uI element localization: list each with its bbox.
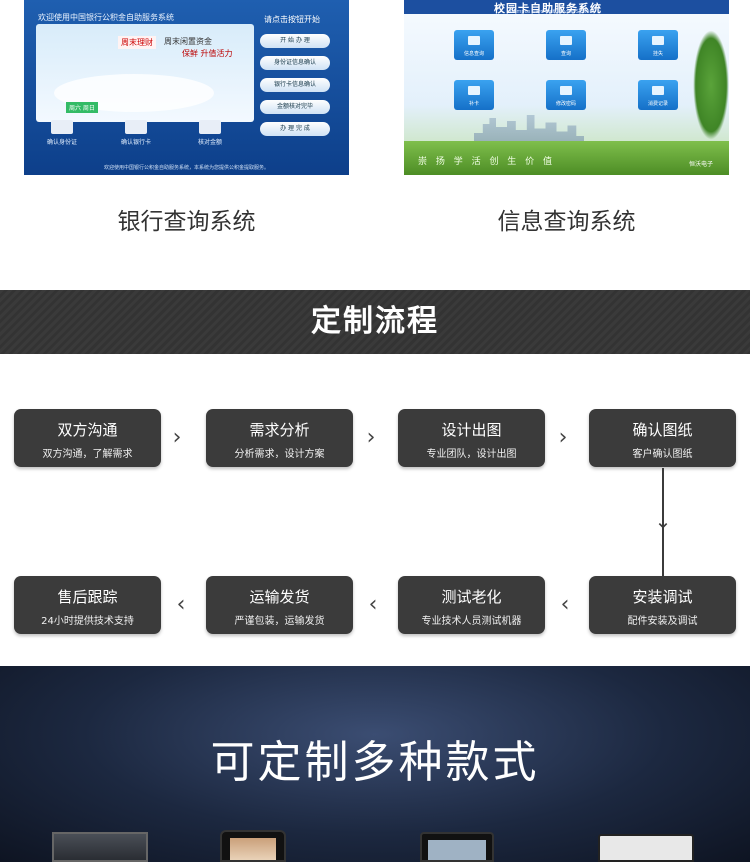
card-icon [652, 86, 664, 95]
process-step-5: 安装调试配件安装及调试 [589, 576, 736, 634]
bank-query-caption: 银行查询系统 [117, 209, 256, 235]
showcase-section: 欢迎使用中国银行公积金自助服务系统 周末理财 周末闲置资金 保鲜 升值活力 周六… [0, 0, 750, 290]
info-tile: 信息查询 [454, 30, 494, 60]
bank-id-button: 身份证信息确认 [260, 56, 330, 70]
kiosk-product-image [52, 832, 148, 862]
styles-banner: 可定制多种款式 [0, 666, 750, 862]
info-query-screenshot: 校园卡自助服务系统 Campus Card Self-service Syste… [404, 0, 729, 175]
bank-finish-button: 办 理 完 成 [260, 122, 330, 136]
bank-start-button: 开 始 办 理 [260, 34, 330, 48]
info-tile: 修改密码 [546, 80, 586, 110]
promo-line: 周末闲置资金 [164, 37, 212, 46]
bank-step: 核对金额 [188, 120, 232, 146]
process-step-1: 双方沟通双方沟通，了解需求 [14, 409, 161, 467]
arrow-left-icon: ‹ [176, 592, 186, 617]
promo-tag: 周末理财 [118, 36, 156, 49]
money-icon [199, 120, 221, 134]
card-icon [468, 86, 480, 95]
bank-amount-button: 金额核对完毕 [260, 100, 330, 114]
arrow-right-icon: › [558, 425, 568, 450]
card-icon [560, 86, 572, 95]
tree-graphic [693, 30, 729, 140]
info-tile: 消费记录 [638, 80, 678, 110]
grass-graphic [404, 141, 729, 175]
info-slogan: 崇 扬 学 活 创 生 价 值 [418, 157, 556, 167]
info-query-caption: 信息查询系统 [497, 209, 636, 235]
arrow-right-icon: › [172, 425, 182, 450]
arrow-left-icon: ‹ [368, 592, 378, 617]
process-step-6: 测试老化专业技术人员测试机器 [398, 576, 545, 634]
bank-query-screenshot: 欢迎使用中国银行公积金自助服务系统 周末理财 周末闲置资金 保鲜 升值活力 周六… [24, 0, 349, 175]
process-header: 定制流程 [0, 290, 750, 354]
card-icon [560, 36, 572, 45]
info-tile: 挂失 [638, 30, 678, 60]
card-icon [468, 36, 480, 45]
bank-footer-text: 欢迎使用中国银行公积金自助服务系统，本系统为您提供公积金提取服务。 [103, 165, 269, 171]
kiosk-product-image [598, 834, 694, 862]
arrow-left-icon: ‹ [560, 592, 570, 617]
info-title-bar [404, 0, 729, 14]
process-flow: 双方沟通双方沟通，了解需求 › 需求分析分析需求，设计方案 › 设计出图专业团队… [0, 354, 750, 666]
id-card-icon [51, 120, 73, 134]
bank-header-text: 欢迎使用中国银行公积金自助服务系统 [38, 13, 174, 22]
bank-card-icon [125, 120, 147, 134]
process-title: 定制流程 [311, 304, 439, 339]
banner-title: 可定制多种款式 [210, 737, 540, 788]
info-brand: 恒沃电子 [688, 161, 713, 168]
kiosk-product-image [420, 832, 494, 862]
kiosk-product-image [220, 830, 286, 862]
bank-panel-title: 请点击按钮开始 [264, 15, 320, 24]
info-tile: 补卡 [454, 80, 494, 110]
card-icon [652, 36, 664, 45]
bank-step: 确认身份证 [40, 120, 84, 146]
process-step-7: 运输发货严谨包装，运输发货 [206, 576, 353, 634]
bank-promo-panel: 周末理财 周末闲置资金 保鲜 升值活力 周六 周日 [36, 24, 254, 122]
info-title: 校园卡自助服务系统 [494, 2, 602, 15]
process-step-3: 设计出图专业团队，设计出图 [398, 409, 545, 467]
arrow-right-icon: › [366, 425, 376, 450]
process-step-2: 需求分析分析需求，设计方案 [206, 409, 353, 467]
bank-card-button: 银行卡信息确认 [260, 78, 330, 92]
promo-line: 保鲜 升值活力 [182, 49, 233, 58]
info-subtitle: Campus Card Self-service System [510, 9, 595, 15]
process-step-4: 确认图纸客户确认图纸 [589, 409, 736, 467]
info-tile: 查询 [546, 30, 586, 60]
bank-step: 确认银行卡 [114, 120, 158, 146]
promo-stamp: 周六 周日 [66, 102, 98, 113]
arrow-down-icon: ⌄ [654, 509, 672, 533]
connector-line: ⌄ [655, 468, 671, 576]
